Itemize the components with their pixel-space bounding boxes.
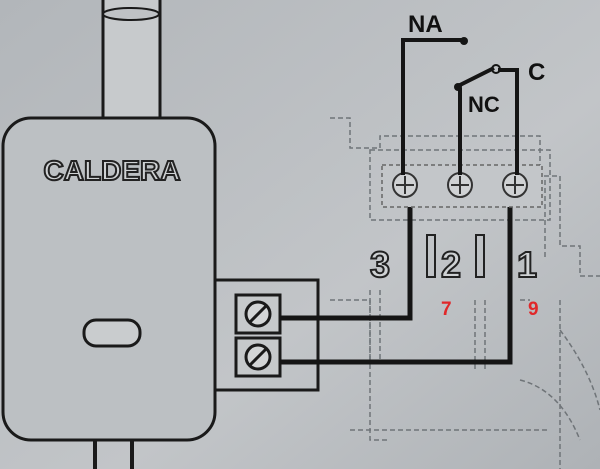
boiler-label: CALDERA	[44, 155, 181, 186]
terminal-number-2: 2	[441, 244, 461, 285]
boiler-flue-pipe	[101, 0, 162, 132]
terminal-number-1: 1	[517, 244, 537, 285]
annotation-9: 9	[528, 299, 539, 320]
screw-icon	[392, 172, 418, 198]
screw-icon	[502, 172, 528, 198]
contact-label-nc: NC	[468, 92, 500, 117]
screw-icon	[447, 172, 473, 198]
relay-contacts	[401, 38, 519, 175]
annotation-7: 7	[441, 299, 452, 320]
contact-label-na: NA	[408, 11, 443, 38]
terminal-number-3: 3	[370, 244, 390, 285]
relay-base-outline	[330, 117, 600, 469]
boiler-display-slot	[82, 318, 142, 348]
boiler-terminal-block	[215, 278, 320, 392]
connection-wires	[280, 205, 513, 365]
contact-label-c: C	[528, 59, 545, 86]
boiler: CALDERA	[1, 116, 217, 469]
